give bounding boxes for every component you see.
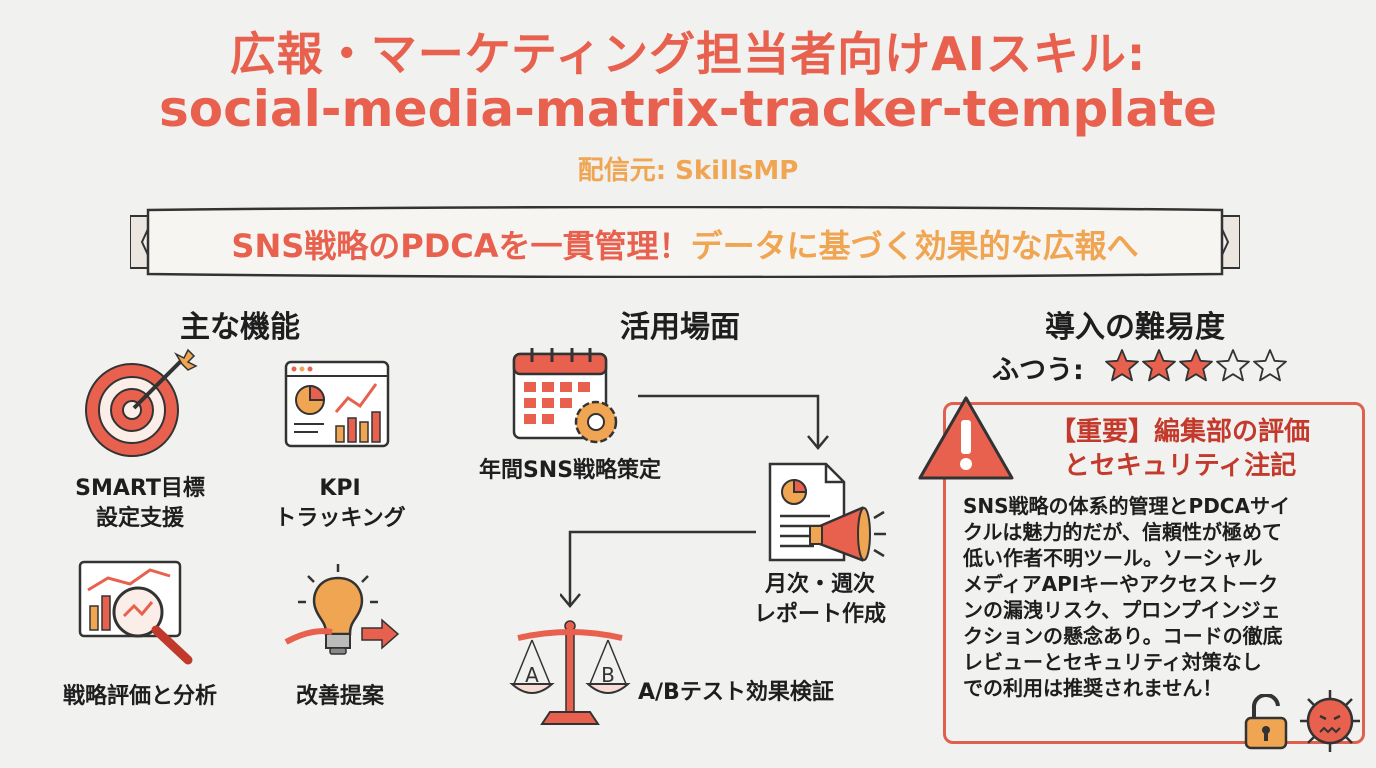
feature-label-smart: SMART目標 設定支援 [40, 474, 240, 534]
page-title-line1: 広報・マーケティング担当者向けAIスキル: [229, 27, 1147, 81]
warning-title-line2: とセキュリティ注記 [1063, 451, 1297, 481]
warning-title-line1: 【重要】編集部の評価 [1049, 417, 1310, 447]
star-empty-icon [1216, 349, 1250, 382]
magnifier-chart-icon [78, 560, 193, 665]
usecase-label-report-line2: レポート作成 [753, 602, 886, 627]
banner-text: SNS戦略のPDCAを一貫管理！データに基づく効果的な広報へ [130, 221, 1240, 267]
lightbulb-icon [284, 564, 400, 655]
warning-body-line: ンの漏洩リスク、プロンプインジェ [963, 598, 1281, 622]
scales-icon: A B [509, 620, 631, 725]
open-padlock-icon [1244, 694, 1288, 750]
banner-text-part2: データに基づく効果的な広報へ [690, 227, 1139, 265]
warning-icon-overlay [918, 396, 1014, 480]
feature-label-smart-line2: 設定支援 [95, 506, 184, 531]
banner-text-part1: SNS戦略のPDCAを一貫管理！ [231, 227, 691, 265]
usecases-heading: 活用場面 [620, 310, 740, 345]
warning-body: SNS戦略の体系的管理とPDCAサイ クルは魅力的だが、信頼性が極めて 低い作者… [963, 493, 1353, 701]
feature-label-kpi: KPI トラッキング [240, 474, 440, 534]
warning-body-line: クルは魅力的だが、信頼性が極めて [963, 520, 1282, 544]
warning-title: 【重要】編集部の評価 とセキュリティ注記 [1000, 415, 1360, 483]
difficulty-label: ふつう: [992, 355, 1084, 386]
star-filled-icon [1142, 349, 1176, 382]
features-heading: 主な機能 [180, 310, 300, 345]
page-title-line2: social-media-matrix-tracker-template [158, 80, 1218, 138]
flow-arrows [560, 394, 829, 608]
feature-label-kpi-line2: トラッキング [274, 506, 406, 531]
feature-label-kpi-line1: KPI [319, 476, 361, 501]
virus-icon [1300, 690, 1360, 752]
feature-label-analysis: 戦略評価と分析 [62, 684, 217, 709]
warning-body-line: クションの懸念あり。コードの徹底 [963, 624, 1283, 648]
warning-body-line: レビューとセキュリティ対策なし [963, 650, 1262, 674]
report-megaphone-icon [768, 462, 886, 562]
ribbon-banner [130, 206, 1240, 278]
usecase-label-abtest: A/Bテスト効果検証 [638, 680, 834, 705]
difficulty-heading: 導入の難易度 [1045, 310, 1225, 345]
scale-label-a: A [525, 663, 539, 687]
star-filled-icon [1105, 349, 1139, 382]
warning-body-line: メディアAPIキーやアクセストーク [963, 572, 1279, 596]
target-icon [85, 348, 198, 457]
usecase-label-annual: 年間SNS戦略策定 [478, 458, 662, 483]
dashboard-icon [284, 360, 390, 448]
scale-label-b: B [601, 663, 615, 687]
warning-body-line: 低い作者不明ツール。ソーシャル [963, 546, 1263, 570]
usecase-label-report: 月次・週次 レポート作成 [720, 570, 920, 630]
calendar-gear-icon [512, 348, 618, 444]
star-filled-icon [1179, 349, 1213, 382]
usecase-label-report-line1: 月次・週次 [764, 572, 875, 597]
warning-box [943, 402, 1365, 744]
star-empty-icon [1253, 349, 1287, 382]
warning-body-line: での利用は推奨されません！ [963, 676, 1223, 700]
feature-label-smart-line1: SMART目標 [75, 476, 205, 501]
warning-body-line: SNS戦略の体系的管理とPDCAサイ [963, 494, 1290, 518]
source-label: 配信元: SkillsMP [577, 156, 799, 186]
feature-label-improvement: 改善提案 [295, 684, 384, 709]
